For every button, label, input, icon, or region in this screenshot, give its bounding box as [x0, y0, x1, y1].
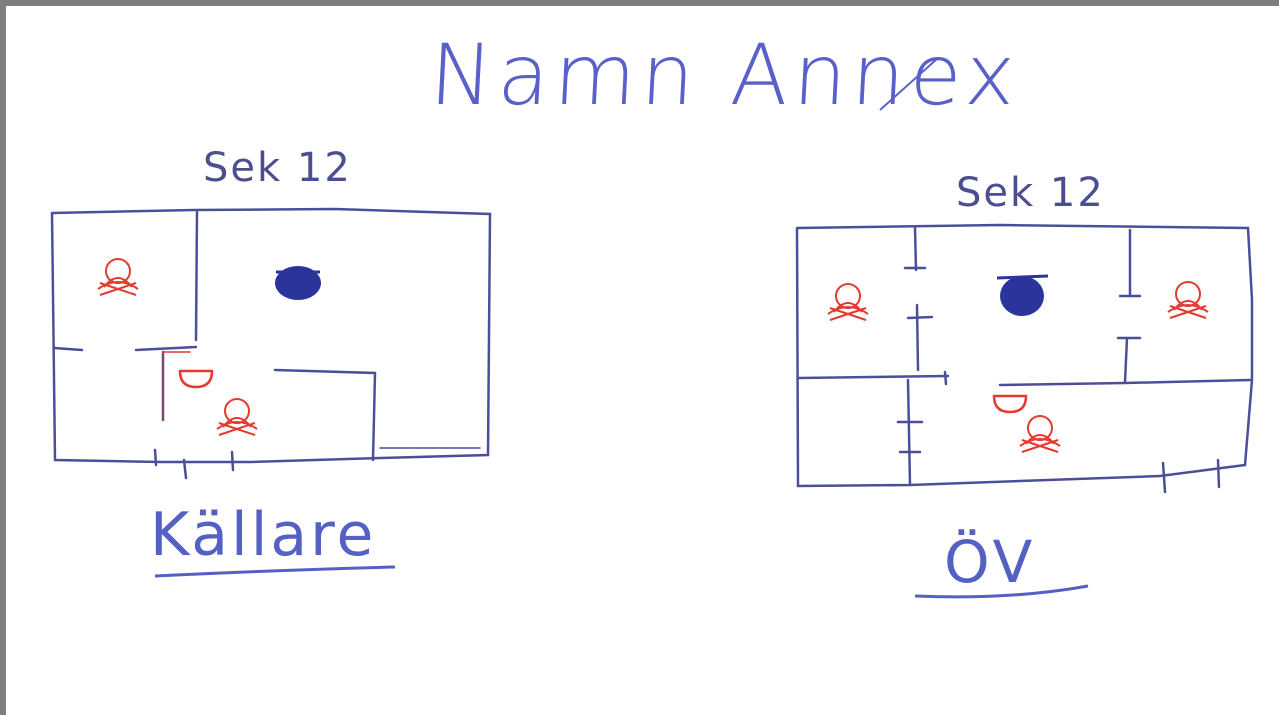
right-plan-floor-label: ÖV [944, 528, 1037, 596]
left-plan-outer-walls [50, 207, 492, 464]
title-slash-stroke [879, 57, 939, 111]
central-fixture-icon [275, 266, 321, 300]
person-marker-icon [1019, 415, 1061, 453]
right-plan-inner-wall-v3 [906, 378, 912, 487]
left-plan-door-marks [153, 448, 235, 480]
right-plan-inner-wall-v1 [913, 226, 920, 372]
person-marker-icon [97, 258, 139, 296]
right-plan-outer-walls [795, 223, 1254, 488]
left-floor-plan [50, 207, 492, 480]
right-floor-label-underline [914, 584, 1089, 599]
half-circle-marker-icon [992, 394, 1028, 414]
right-plan-inner-wall-h [797, 374, 1252, 387]
right-floor-plan [795, 223, 1254, 494]
left-plan-inner-wall-mid [52, 345, 198, 352]
central-fixture-icon [996, 274, 1049, 316]
right-plan-inner-wall-v2 [1123, 228, 1132, 384]
left-plan-floor-label: Källare [150, 500, 377, 570]
right-plan-door-marks [896, 266, 1221, 494]
left-plan-inner-wall-corridor [273, 368, 377, 462]
person-marker-icon [827, 283, 869, 321]
person-marker-icon [1167, 281, 1209, 319]
half-circle-marker-icon [178, 369, 214, 389]
right-plan-section-label: Sek 12 [956, 170, 1105, 216]
left-plan-section-label: Sek 12 [203, 145, 352, 191]
left-plan-inner-wall-top [194, 210, 199, 342]
left-floor-label-underline [154, 565, 396, 578]
person-marker-icon [216, 398, 258, 436]
